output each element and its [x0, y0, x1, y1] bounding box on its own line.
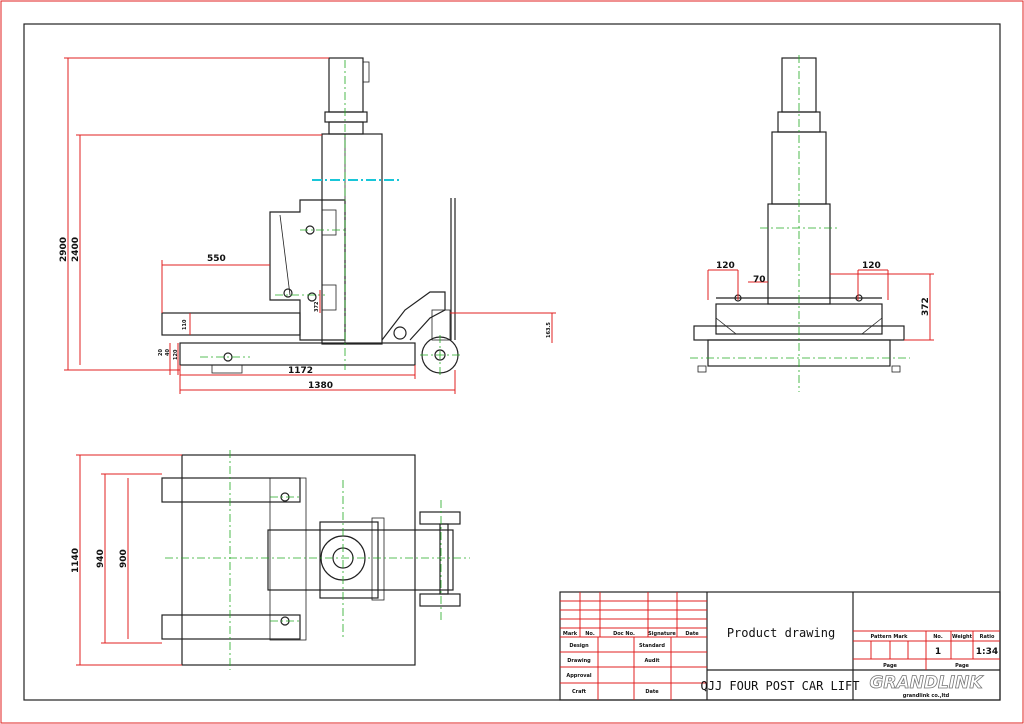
label-signature: Signature — [648, 631, 676, 637]
label-pattern-mark: Pattern Mark — [871, 634, 909, 640]
dim-163-5: 163.5 — [546, 322, 552, 338]
label-design: Design — [569, 643, 589, 649]
dim-900: 900 — [119, 549, 129, 568]
drawing-frame — [23, 23, 1001, 701]
label-no: No. — [585, 631, 595, 637]
label-weight: Weight — [952, 634, 973, 640]
title-block: Mark No. Doc No. Signature Date Design S… — [559, 591, 1001, 701]
top-view: 1140 940 900 — [71, 450, 470, 670]
dim-110: 110 — [182, 319, 188, 330]
value-ratio: 1:34 — [976, 647, 998, 657]
dim-front-120-left: 120 — [716, 261, 735, 271]
label-ratio: Ratio — [980, 634, 995, 640]
company-name: grandlink co.,ltd — [903, 693, 950, 699]
dim-1140: 1140 — [71, 548, 81, 573]
label-mark: Mark — [563, 631, 578, 637]
label-approval: Approval — [566, 673, 592, 679]
dim-1380: 1380 — [308, 381, 333, 391]
label-standard: Standard — [639, 643, 665, 649]
label-date-2: Date — [645, 689, 659, 695]
grandlink-logo: GRANDLINK — [869, 673, 984, 693]
label-audit: Audit — [644, 658, 660, 664]
value-no: 1 — [935, 647, 941, 657]
label-page-1: Page — [883, 663, 897, 669]
drawing-type: Product drawing — [727, 626, 835, 640]
dim-front-120-right: 120 — [862, 261, 881, 271]
dim-1172: 1172 — [288, 366, 313, 376]
dim-front-70: 70 — [753, 275, 766, 285]
label-page-2: Page — [955, 663, 969, 669]
dim-40: 40 — [165, 349, 171, 356]
front-view: 120 70 120 372 — [690, 55, 934, 392]
dim-20: 20 — [158, 349, 164, 356]
dim-550: 550 — [207, 254, 226, 264]
label-no-right: No. — [933, 634, 943, 640]
dim-2400: 2400 — [71, 237, 81, 262]
dim-940: 940 — [96, 549, 106, 568]
label-date: Date — [685, 631, 699, 637]
side-view: 2900 2400 550 110 372 163.5 20 40 120 11… — [59, 57, 556, 394]
dim-120: 120 — [173, 349, 179, 360]
dim-2900: 2900 — [59, 237, 69, 262]
label-doc-no: Doc No. — [613, 631, 635, 637]
label-drawing: Drawing — [567, 658, 591, 664]
label-craft: Craft — [572, 689, 587, 695]
dim-front-372: 372 — [921, 297, 931, 316]
dim-372: 372 — [314, 301, 320, 312]
product-name: QJJ FOUR POST CAR LIFT — [701, 679, 860, 693]
